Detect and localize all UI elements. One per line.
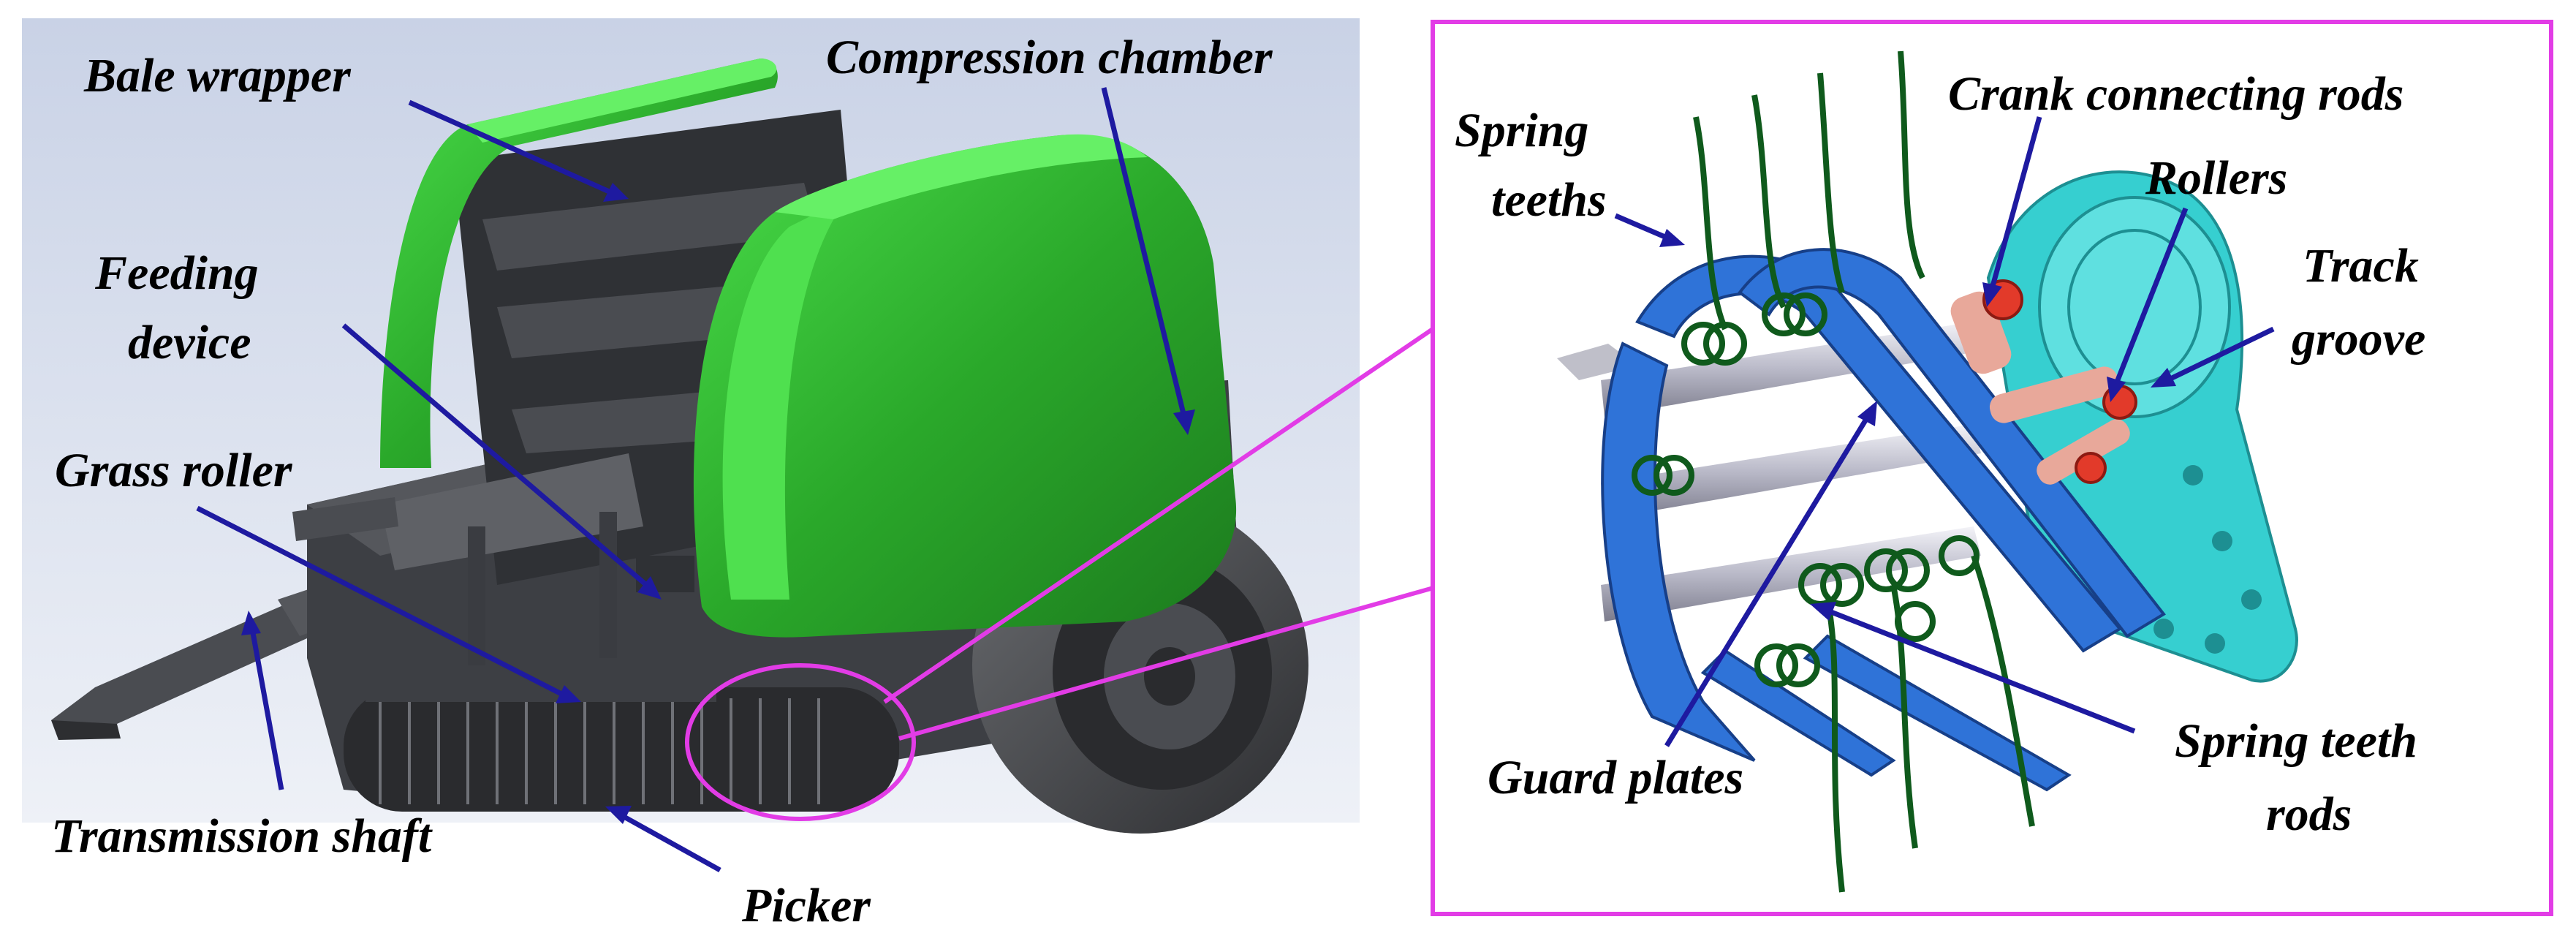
label-spring-teeth-rods-line1: Spring teeth	[2175, 714, 2417, 768]
label-crank-connecting-rods: Crank connecting rods	[1948, 67, 2403, 121]
green-cover-right	[693, 134, 1237, 638]
baler-panel	[22, 18, 1360, 834]
label-grass-roller: Grass roller	[55, 444, 293, 497]
label-picker: Picker	[741, 879, 871, 932]
callout-lines	[883, 327, 1444, 741]
label-spring-teeth-rods-line2: rods	[2266, 787, 2352, 841]
label-feeding-device-line1: Feeding	[94, 246, 259, 300]
labels: Bale wrapper Compression chamber Feeding…	[51, 31, 2425, 932]
leader-lines	[196, 87, 2275, 873]
label-track-groove-line1: Track	[2303, 239, 2419, 292]
label-compression-chamber: Compression chamber	[826, 31, 1273, 84]
picker-drum	[344, 658, 899, 812]
label-bale-wrapper: Bale wrapper	[83, 49, 352, 102]
label-transmission-shaft: Transmission shaft	[51, 809, 433, 863]
label-guard-plates: Guard plates	[1488, 751, 1743, 804]
label-spring-teeths-line2: teeths	[1491, 173, 1607, 227]
label-rollers: Rollers	[2145, 151, 2287, 205]
picker-callout-ellipse	[685, 663, 916, 821]
label-track-groove-line2: groove	[2290, 312, 2425, 366]
label-feeding-device-line2: device	[128, 316, 251, 369]
picker-detail-panel	[1431, 20, 2553, 916]
green-cover-left	[380, 58, 778, 468]
guard-plates	[1601, 248, 2166, 792]
label-spring-teeths-line1: Spring	[1455, 104, 1588, 157]
